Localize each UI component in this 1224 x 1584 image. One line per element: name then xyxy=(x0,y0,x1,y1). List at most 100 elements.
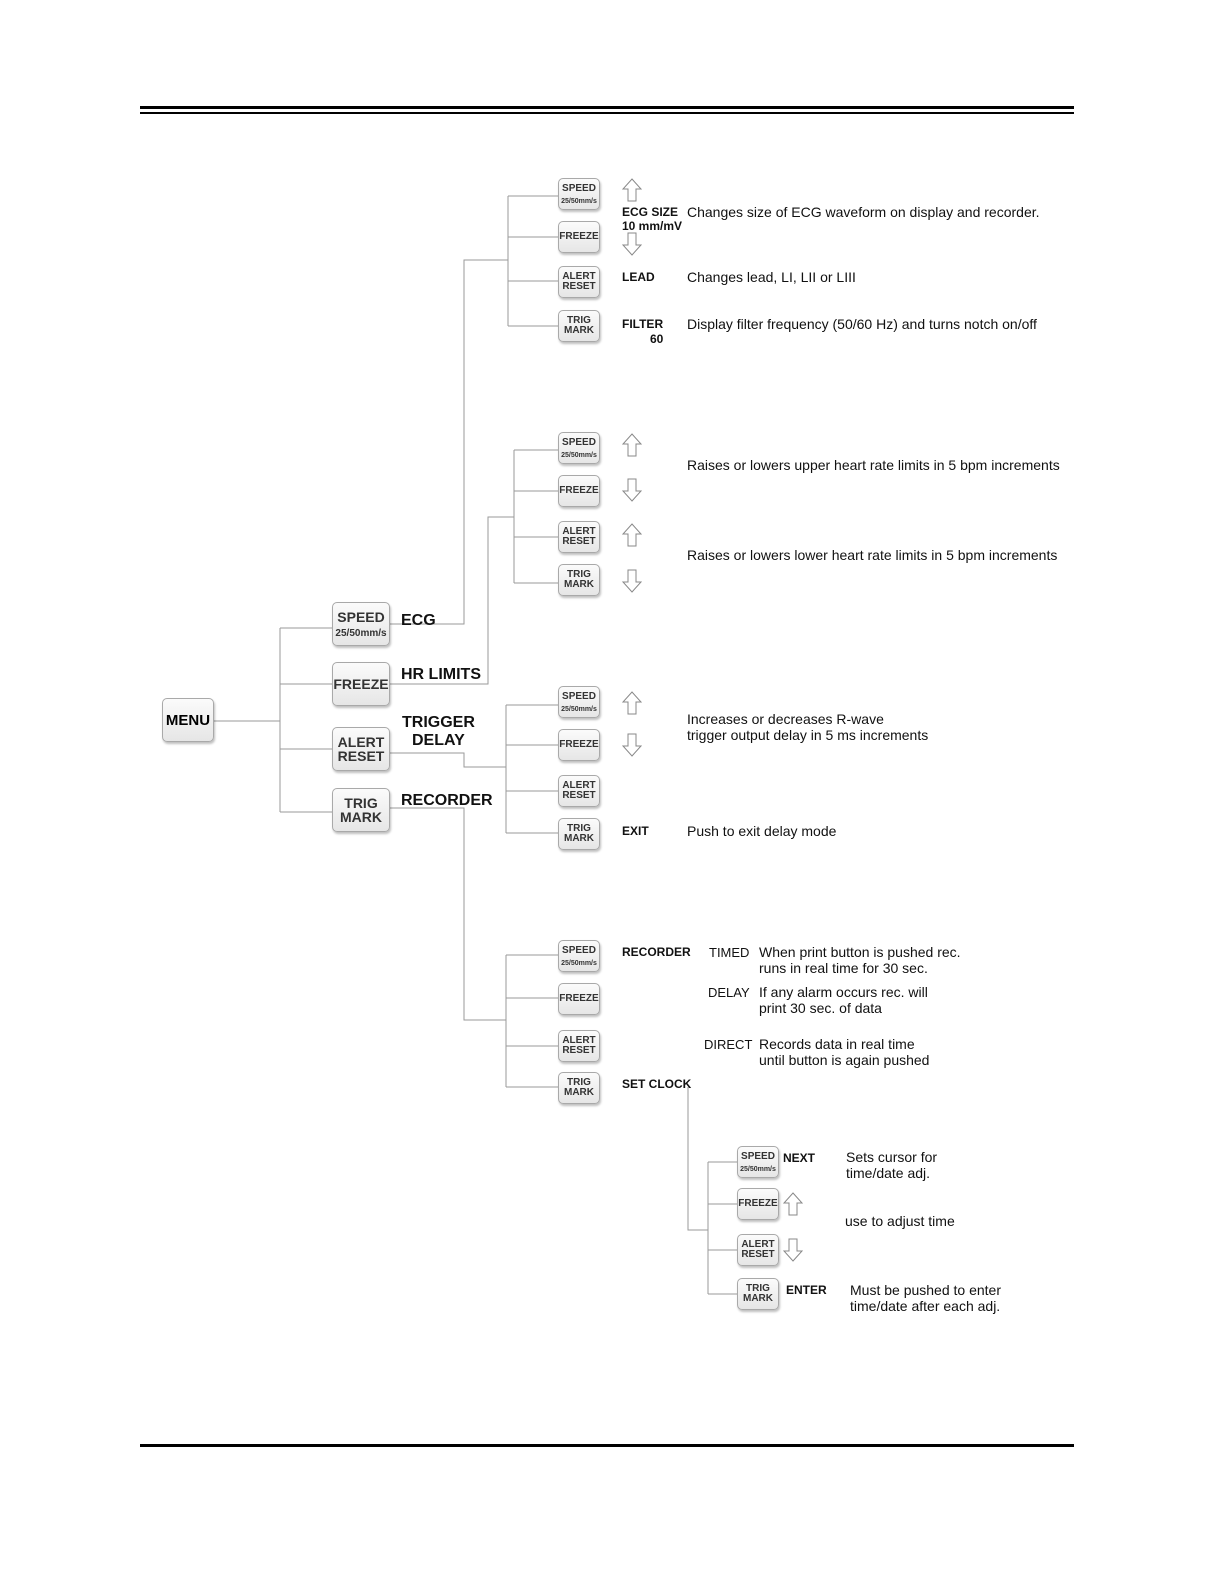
timed-description-line2: runs in real time for 30 sec. xyxy=(759,960,928,976)
mark-label: MARK xyxy=(564,579,594,590)
timed-description-line1: When print button is pushed rec. xyxy=(759,944,961,960)
speed-label: SPEED xyxy=(337,608,385,625)
ecg-category: ECG xyxy=(401,612,436,629)
clock-trig-mark-button[interactable]: TRIG MARK xyxy=(737,1278,779,1310)
freeze-button[interactable]: FREEZE xyxy=(332,662,390,706)
trigger-alert-reset-button[interactable]: ALERT RESET xyxy=(558,775,600,807)
enter-description-line1: Must be pushed to enter xyxy=(850,1282,1001,1298)
reset-label: RESET xyxy=(562,536,596,547)
freeze-label: FREEZE xyxy=(559,739,599,750)
down-arrow-icon xyxy=(622,232,642,256)
ecg-size-label: ECG SIZE xyxy=(622,205,679,219)
freeze-label: FREEZE xyxy=(559,993,599,1004)
trigger-trig-mark-button[interactable]: TRIG MARK xyxy=(558,818,600,850)
filter-value: 60 xyxy=(650,332,664,346)
direct-label: DIRECT xyxy=(704,1037,753,1052)
next-description-line1: Sets cursor for xyxy=(846,1149,938,1165)
trigger-speed-button[interactable]: SPEED 25/50mm/s xyxy=(558,686,600,718)
filter-label: FILTER xyxy=(622,317,664,331)
hr-freeze-button[interactable]: FREEZE xyxy=(558,475,600,507)
recorder-category: RECORDER xyxy=(401,792,493,809)
recorder-trig-mark-button[interactable]: TRIG MARK xyxy=(558,1072,600,1104)
upper-limit-description: Raises or lowers upper heart rate limits… xyxy=(687,457,1060,473)
footer-rule xyxy=(140,1444,1074,1447)
speed-sub-label: 25/50mm/s xyxy=(561,705,597,713)
down-arrow-icon xyxy=(622,569,642,593)
lead-label: LEAD xyxy=(622,270,655,284)
delay-category: DELAY xyxy=(412,732,465,749)
up-arrow-icon xyxy=(622,433,642,457)
hr-speed-button[interactable]: SPEED 25/50mm/s xyxy=(558,432,600,464)
speed-sub-label: 25/50mm/s xyxy=(740,1165,776,1173)
ecg-trig-mark-button[interactable]: TRIG MARK xyxy=(558,310,600,342)
filter-description: Display filter frequency (50/60 Hz) and … xyxy=(687,316,1037,332)
up-arrow-icon xyxy=(622,523,642,547)
alert-label: ALERT xyxy=(562,271,596,282)
trigger-freeze-button[interactable]: FREEZE xyxy=(558,729,600,761)
recorder-freeze-button[interactable]: FREEZE xyxy=(558,983,600,1015)
header-rule-thick xyxy=(140,106,1074,109)
up-arrow-icon xyxy=(783,1192,803,1216)
recorder-alert-reset-button[interactable]: ALERT RESET xyxy=(558,1030,600,1062)
freeze-label: FREEZE xyxy=(559,231,599,242)
lower-limit-description: Raises or lowers lower heart rate limits… xyxy=(687,547,1058,563)
speed-sub-label: 25/50mm/s xyxy=(561,959,597,967)
trig-label: TRIG xyxy=(567,569,591,580)
speed-label: SPEED xyxy=(562,436,596,448)
delay-label: DELAY xyxy=(708,985,750,1000)
alert-reset-button[interactable]: ALERT RESET xyxy=(332,727,390,771)
recorder-speed-button[interactable]: SPEED 25/50mm/s xyxy=(558,940,600,972)
trig-label: TRIG xyxy=(567,315,591,326)
header-rule-thin xyxy=(140,112,1074,114)
freeze-label: FREEZE xyxy=(333,676,389,692)
trig-label: TRIG xyxy=(567,823,591,834)
menu-button[interactable]: MENU xyxy=(162,698,214,742)
trig-label: TRIG xyxy=(746,1283,770,1294)
speed-label: SPEED xyxy=(741,1150,775,1162)
alert-label: ALERT xyxy=(562,526,596,537)
ecg-speed-button[interactable]: SPEED 25/50mm/s xyxy=(558,178,600,210)
next-label: NEXT xyxy=(783,1151,816,1165)
alert-label: ALERT xyxy=(337,734,385,750)
menu-button-label: MENU xyxy=(165,711,211,729)
trigger-delay-description-line1: Increases or decreases R-wave xyxy=(687,711,884,727)
reset-label: RESET xyxy=(562,790,596,801)
adjust-description: use to adjust time xyxy=(845,1213,955,1229)
lead-description: Changes lead, LI, LII or LIII xyxy=(687,269,856,285)
speed-label: SPEED xyxy=(562,944,596,956)
exit-label: EXIT xyxy=(622,824,649,838)
hr-alert-reset-button[interactable]: ALERT RESET xyxy=(558,521,600,553)
down-arrow-icon xyxy=(622,733,642,757)
trigger-category: TRIGGER xyxy=(402,714,475,731)
direct-description-line1: Records data in real time xyxy=(759,1036,915,1052)
mark-label: MARK xyxy=(340,809,382,825)
clock-alert-reset-button[interactable]: ALERT RESET xyxy=(737,1234,779,1266)
set-clock-label: SET CLOCK xyxy=(622,1077,692,1091)
delay-description-line2: print 30 sec. of data xyxy=(759,1000,882,1016)
ecg-freeze-button[interactable]: FREEZE xyxy=(558,221,600,253)
ecg-size-value: 10 mm/mV xyxy=(622,219,683,233)
freeze-label: FREEZE xyxy=(559,485,599,496)
speed-sub-label: 25/50mm/s xyxy=(561,451,597,459)
reset-label: RESET xyxy=(562,281,596,292)
next-description-line2: time/date adj. xyxy=(846,1165,931,1181)
hr-limits-category: HR LIMITS xyxy=(401,666,481,683)
trig-mark-button[interactable]: TRIG MARK xyxy=(332,788,390,832)
speed-sub-label: 25/50mm/s xyxy=(335,627,387,639)
alert-label: ALERT xyxy=(562,780,596,791)
ecg-alert-reset-button[interactable]: ALERT RESET xyxy=(558,266,600,298)
reset-label: RESET xyxy=(562,1045,596,1056)
alert-label: ALERT xyxy=(741,1239,775,1250)
clock-freeze-button[interactable]: FREEZE xyxy=(737,1188,779,1220)
down-arrow-icon xyxy=(783,1238,803,1262)
hr-trig-mark-button[interactable]: TRIG MARK xyxy=(558,564,600,596)
direct-description-line2: until button is again pushed xyxy=(759,1052,930,1068)
trigger-delay-description-line2: trigger output delay in 5 ms increments xyxy=(687,727,929,743)
mark-label: MARK xyxy=(564,1087,594,1098)
speed-button[interactable]: SPEED 25/50mm/s xyxy=(332,602,390,646)
mark-label: MARK xyxy=(564,833,594,844)
enter-description-line2: time/date after each adj. xyxy=(850,1298,1001,1314)
clock-speed-button[interactable]: SPEED 25/50mm/s xyxy=(737,1146,779,1178)
